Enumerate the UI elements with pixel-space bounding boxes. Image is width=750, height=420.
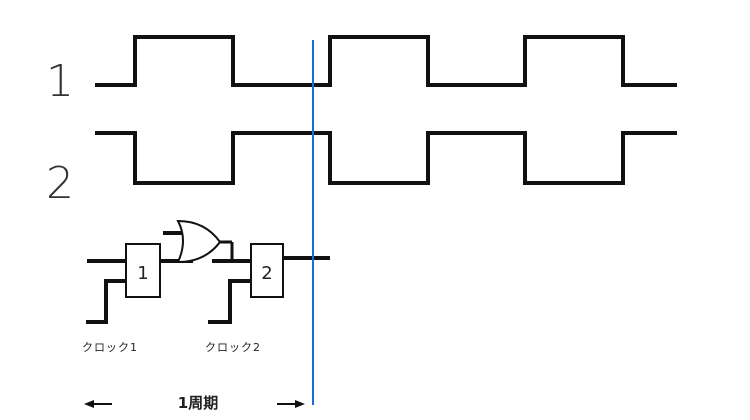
signal-1-label: 1 <box>46 56 74 107</box>
period-label: 1周期 <box>178 394 218 412</box>
circuit-block-2-wiring <box>208 256 330 324</box>
period-arrow-right <box>277 400 305 408</box>
waveform-2 <box>95 131 677 185</box>
flip-flop-2-label: 2 <box>261 263 272 284</box>
waveform-1 <box>95 35 677 87</box>
or-gate <box>163 219 234 264</box>
flip-flop-2 <box>250 243 284 298</box>
flip-flop-1-label: 1 <box>137 263 148 284</box>
signal-2-label: 2 <box>46 158 74 209</box>
clock-2-label: クロック2 <box>205 341 261 354</box>
flip-flop-1 <box>125 243 161 298</box>
period-arrow-left <box>84 400 112 408</box>
clock-1-label: クロック1 <box>82 341 138 354</box>
